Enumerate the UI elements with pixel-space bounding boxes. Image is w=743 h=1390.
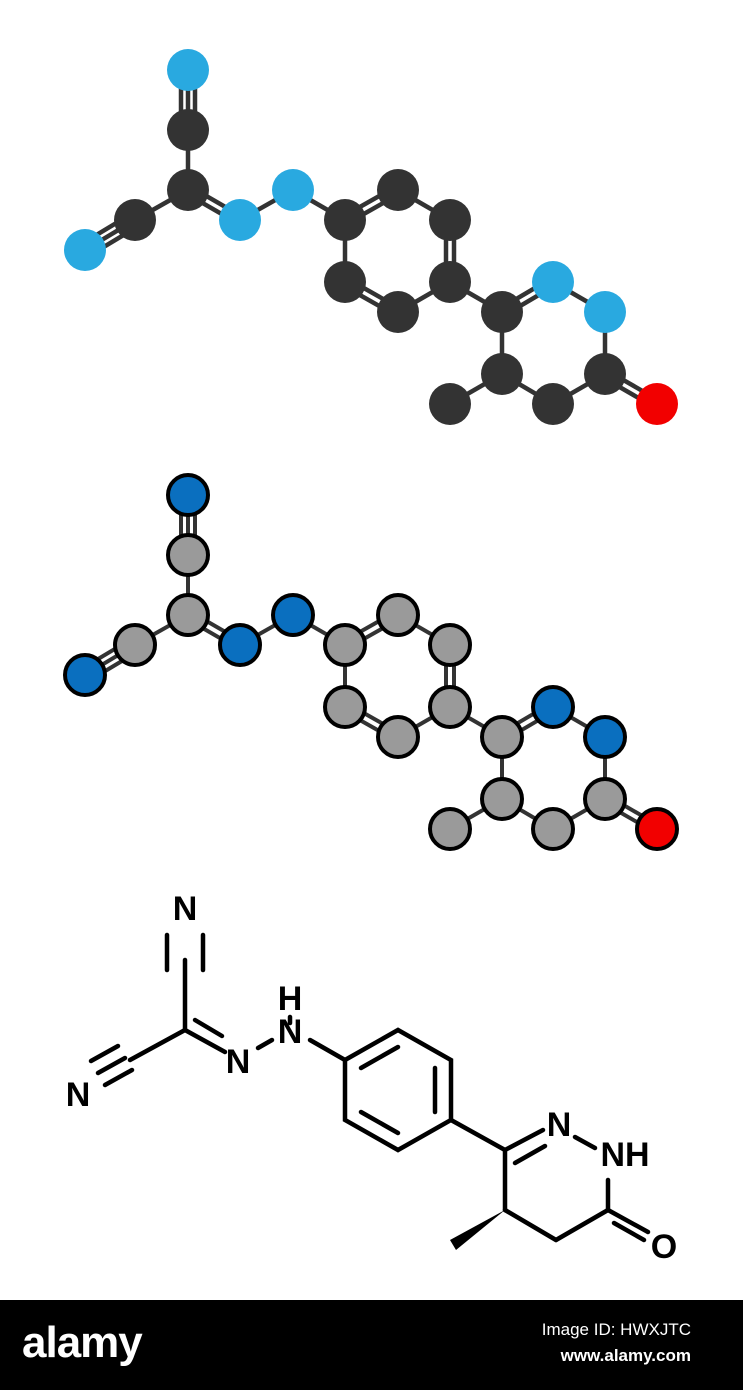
atom-carbon (428, 623, 472, 667)
atom-nitrogen (532, 261, 574, 303)
site-url: www.alamy.com (560, 1346, 691, 1365)
atom-nitrogen (531, 685, 575, 729)
atom-carbon (324, 199, 366, 241)
atom-carbon (167, 169, 209, 211)
atom-carbon (481, 353, 523, 395)
image-id-label: Image ID: HWXJTC (541, 1320, 691, 1339)
atom-carbon (531, 807, 575, 851)
atom-nitrogen (166, 473, 210, 517)
atom-label-n-top: N (173, 890, 198, 928)
methyl-wedge-bond (450, 1210, 505, 1250)
atom-carbon (480, 777, 524, 821)
atom-carbon (428, 685, 472, 729)
atom-label-h-hydrazine: H (278, 980, 303, 1018)
atom-carbon (428, 807, 472, 851)
atom-nitrogen (584, 291, 626, 333)
atom-carbon (429, 383, 471, 425)
skeletal-formula (88, 932, 651, 1243)
atom-carbon (377, 291, 419, 333)
atom-carbon (429, 261, 471, 303)
atom-label-n-imine: N (226, 1043, 251, 1081)
atom-nitrogen (272, 169, 314, 211)
footer-bar: alamy Image ID: HWXJTC www.alamy.com (0, 1300, 743, 1390)
atom-carbon (166, 593, 210, 637)
atom-carbon (481, 291, 523, 333)
atom-nitrogen (583, 715, 627, 759)
atom-label-n-hydrazine: N (278, 1013, 303, 1051)
atom-carbon (429, 199, 471, 241)
atom-carbon (114, 199, 156, 241)
atom-nitrogen (271, 593, 315, 637)
atom-carbon (113, 623, 157, 667)
atom-carbon (323, 623, 367, 667)
atom-oxygen (635, 807, 679, 851)
atom-nitrogen (63, 653, 107, 697)
molecule-illustration: N N N H N N NH O (63, 49, 679, 1266)
atom-carbon (166, 533, 210, 577)
ball-and-stick-model-middle (63, 473, 679, 851)
atom-nitrogen (219, 199, 261, 241)
atom-carbon (167, 109, 209, 151)
atom-carbon (583, 777, 627, 821)
atom-carbon (376, 593, 420, 637)
atom-label-o-carbonyl: O (651, 1228, 677, 1266)
atom-label-n-left: N (66, 1076, 91, 1114)
atom-oxygen (636, 383, 678, 425)
atom-carbon (376, 715, 420, 759)
alamy-logo: alamy (22, 1318, 143, 1367)
atom-label-n-ring: N (547, 1106, 572, 1144)
atom-carbon (532, 383, 574, 425)
atom-carbon (323, 685, 367, 729)
atom-label-nh-ring: NH (600, 1136, 649, 1174)
ball-and-stick-model-top (64, 49, 678, 425)
atom-carbon (377, 169, 419, 211)
atom-nitrogen (64, 229, 106, 271)
atom-carbon (324, 261, 366, 303)
atom-nitrogen (218, 623, 262, 667)
atom-carbon (584, 353, 626, 395)
atom-nitrogen (167, 49, 209, 91)
atom-carbon (480, 715, 524, 759)
